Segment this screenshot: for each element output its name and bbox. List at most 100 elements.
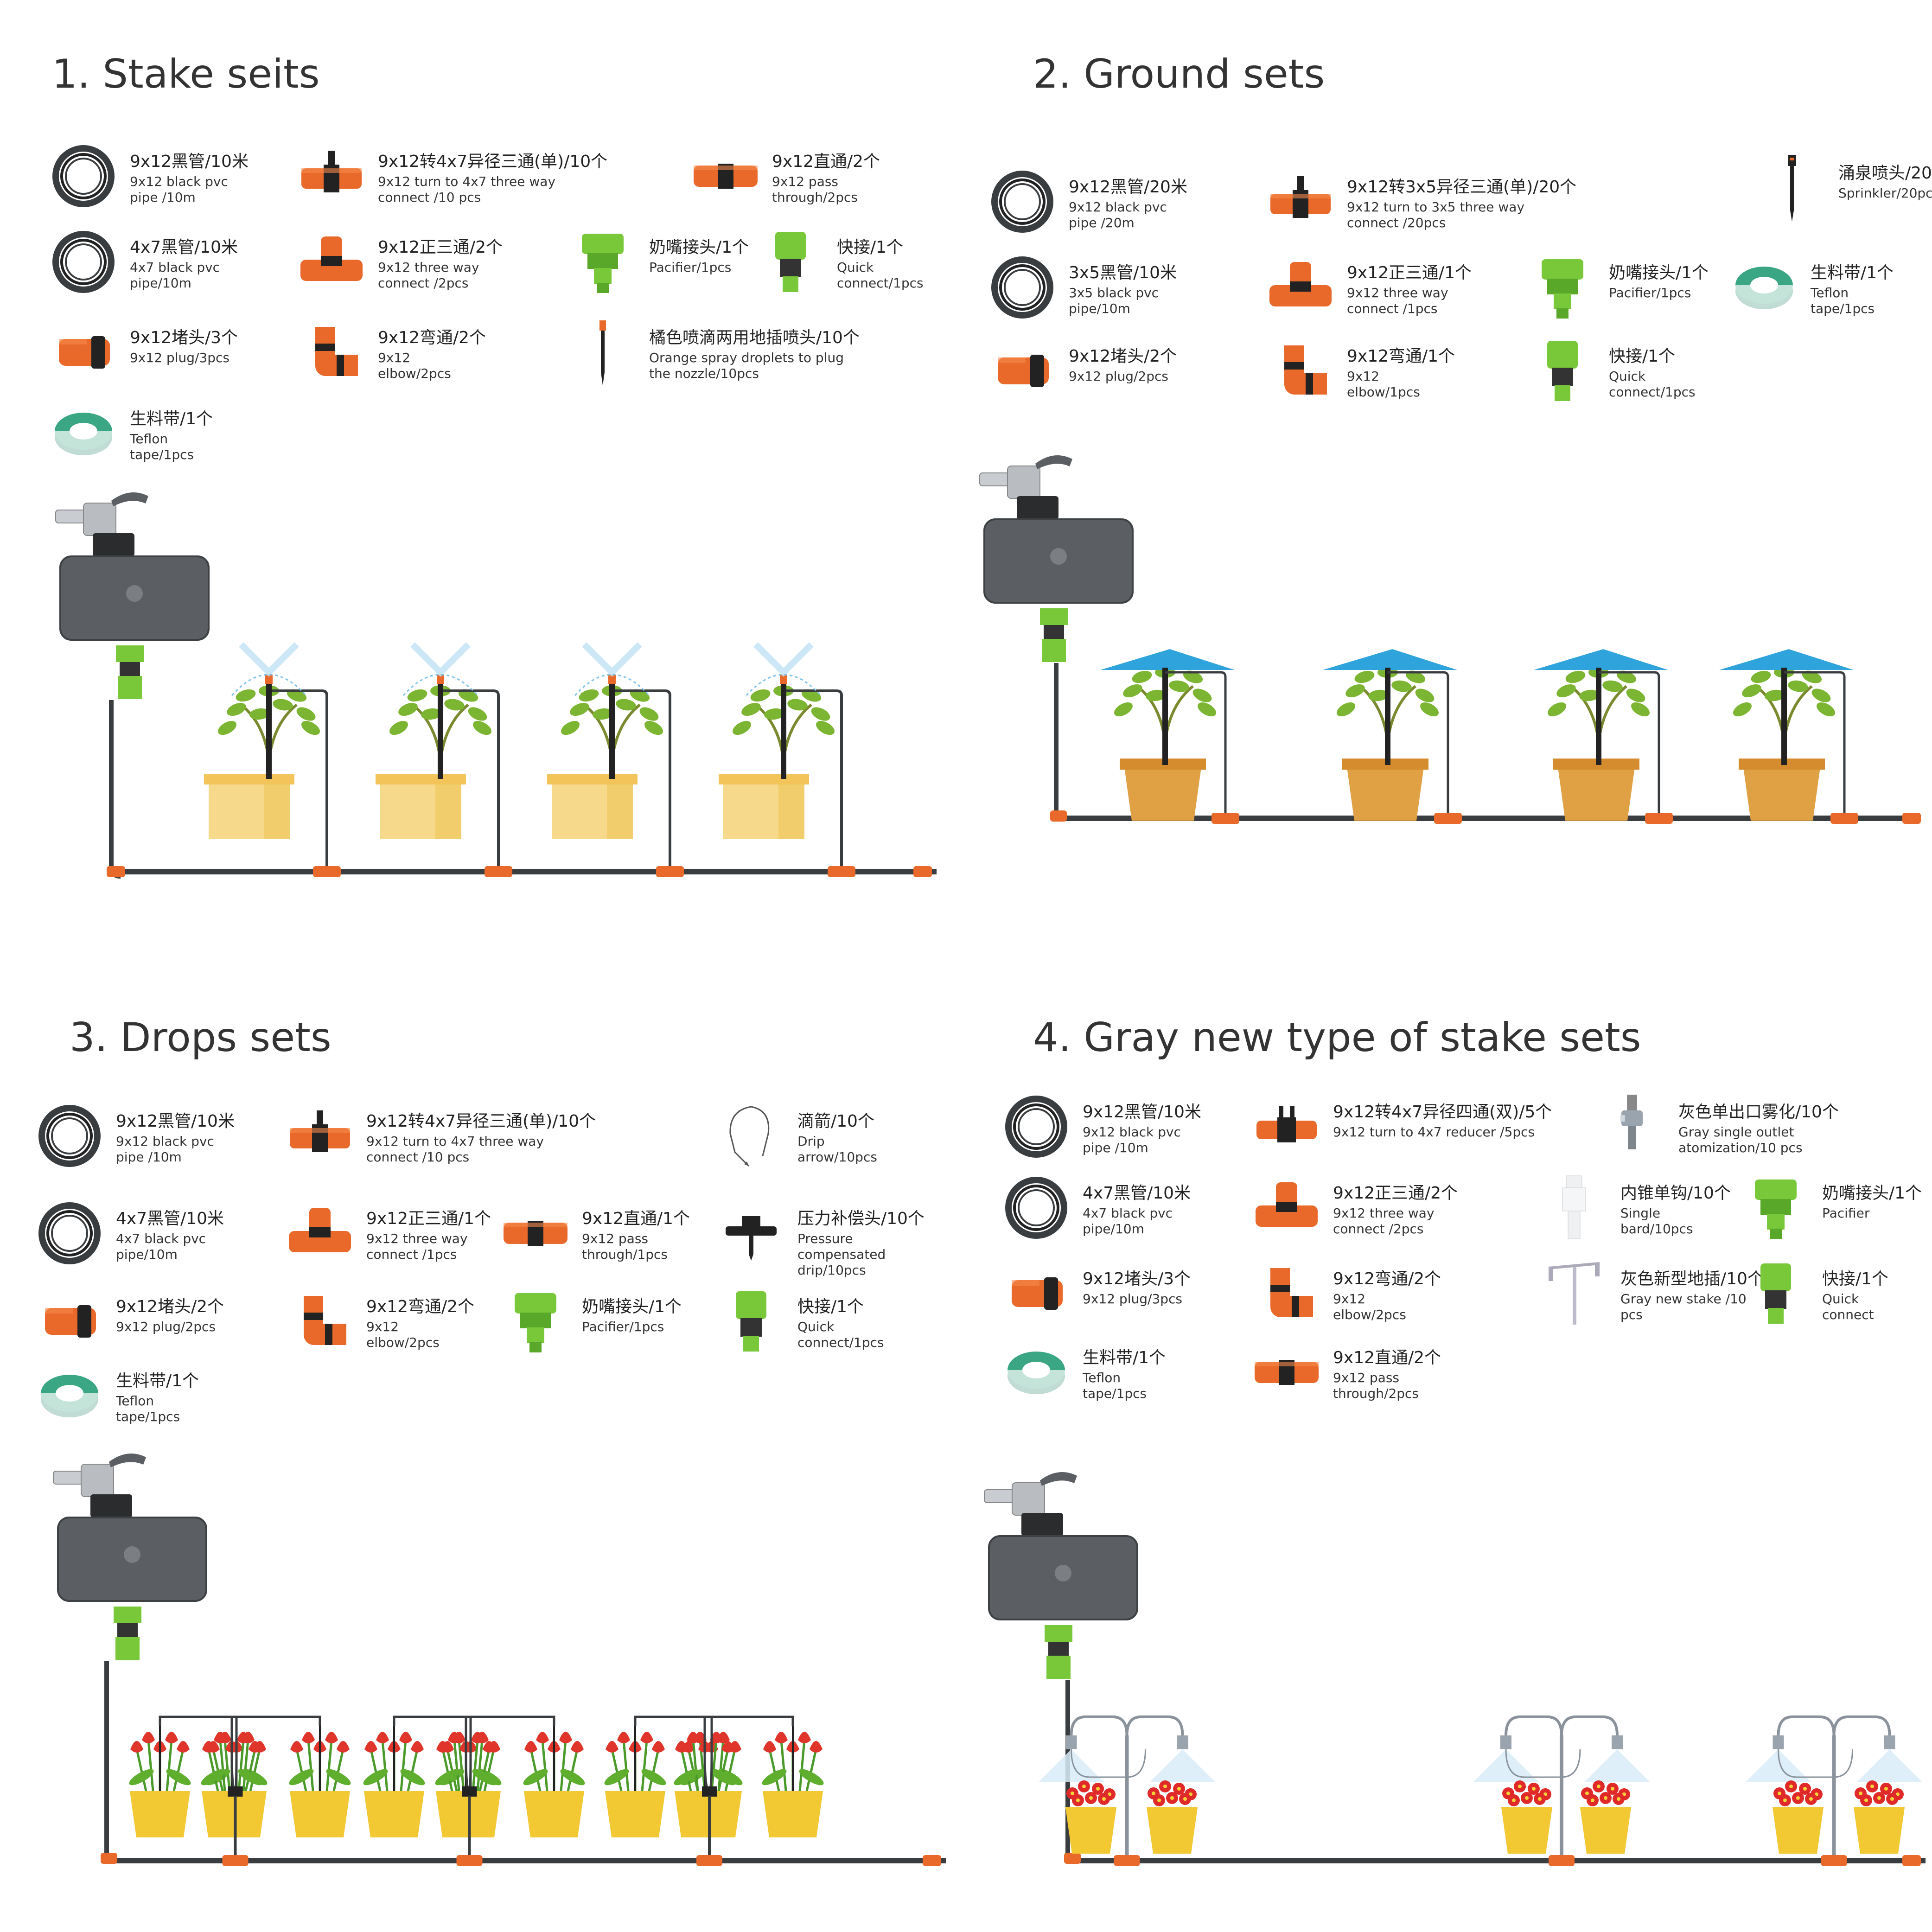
part-name-en: 9x12 black pvc pipe /10m	[1083, 1124, 1181, 1155]
part-name-en: Quick connect/1pcs	[1609, 369, 1696, 400]
pipe-fitting	[1830, 813, 1858, 824]
part-name-zh: 9x12弯通/2个	[378, 328, 486, 347]
drip-arrow	[792, 1726, 794, 1791]
plant	[218, 685, 320, 761]
tulip-plant	[289, 1732, 351, 1792]
quick-connect-icon	[736, 1291, 766, 1352]
pipe-fitting	[1064, 1853, 1081, 1864]
pressure-dripper-icon	[726, 1216, 777, 1261]
reducer-tee-icon	[1270, 176, 1331, 218]
micro-tube	[703, 1726, 713, 1792]
drip-system-illustration	[53, 1454, 946, 1866]
pressure-dripper	[702, 1786, 717, 1797]
stake	[266, 682, 272, 779]
part-name-en: Sprinkler/20pcs	[1838, 185, 1932, 201]
part-name-en: 4x7 black pvc pipe/10m	[116, 1231, 206, 1262]
pipe-fitting	[923, 1855, 941, 1866]
branch-pipe	[1165, 671, 1227, 818]
part-name-en: Pressure compensated drip/10pcs	[797, 1231, 886, 1278]
tap-adapter-icon	[582, 234, 624, 293]
branch-pipe	[782, 689, 843, 872]
pipe-fitting	[1645, 813, 1673, 824]
pipe-coil-icon	[38, 1105, 101, 1167]
mist-nozzle	[1065, 1735, 1077, 1749]
sprinkler-spray	[1100, 649, 1235, 670]
pipe-fitting	[485, 866, 512, 877]
elbow-icon	[1284, 345, 1327, 395]
stake-system-illustration	[55, 492, 937, 879]
part-name-en: 9x12 turn to 3x5 three way connect /20pc…	[1347, 199, 1525, 230]
pot	[675, 1791, 735, 1837]
part-name-en: Gray single outlet atomization/10 pcs	[1678, 1124, 1803, 1155]
tee-icon	[1256, 1182, 1318, 1227]
flower-plant	[1502, 1780, 1551, 1806]
pot-shade	[264, 784, 290, 839]
part-name-zh: 9x12堵头/2个	[116, 1297, 224, 1316]
pressure-dripper	[462, 1786, 477, 1797]
mist-nozzle	[1612, 1735, 1623, 1749]
part-name-en: Pacifier/1pcs	[649, 260, 732, 275]
pot	[605, 1791, 665, 1837]
tee-icon	[1269, 262, 1332, 306]
mist-nozzle	[1884, 1735, 1895, 1749]
section-gray-stake-sets: 4. Gray new type of stake sets 9x12黑管/10…	[966, 966, 1932, 1932]
pot	[130, 1791, 190, 1837]
section-title: 4. Gray new type of stake sets	[1033, 1014, 1641, 1061]
tulip-plant	[435, 1732, 497, 1792]
pipe-fitting	[1434, 813, 1462, 824]
part-name-zh: 快接/1个	[837, 238, 904, 257]
section-title: 2. Ground sets	[1033, 51, 1325, 97]
teflon-tape-icon	[1735, 267, 1793, 309]
part-name-zh: 9x12堵头/3个	[1083, 1269, 1191, 1288]
straight-connector-icon	[694, 164, 758, 189]
elbow-icon	[1270, 1268, 1313, 1317]
spray-arc	[402, 674, 478, 696]
part-name-zh: 快接/1个	[1609, 347, 1676, 366]
gray-stake-arm	[1125, 1715, 1184, 1800]
part-name-en: 9x12 pass through/2pcs	[1333, 1370, 1419, 1401]
part-name-en: 9x12 elbow/2pcs	[1333, 1291, 1406, 1322]
pipe-fitting	[101, 1853, 117, 1864]
part-name-en: 9x12 three way connect /1pcs	[366, 1231, 468, 1262]
sprinkler-stake-icon	[1788, 155, 1796, 222]
part-name-en: 9x12 black pvc pipe /20m	[1069, 199, 1167, 230]
micro-tube	[230, 1715, 321, 1726]
micro-tube	[230, 1726, 238, 1792]
teflon-tape-icon	[55, 413, 112, 455]
part-name-en: Quick connect/1pcs	[837, 260, 924, 291]
part-name-en: 4x7 black pvc pipe/10m	[130, 260, 220, 291]
part-name-zh: 灰色单出口雾化/10个	[1678, 1103, 1839, 1122]
water-timer	[984, 1472, 1138, 1679]
section-title: 3. Drops sets	[70, 1014, 332, 1061]
part-name-zh: 9x12黑管/10米	[116, 1112, 235, 1131]
part-name-en: Pacifier/1pcs	[582, 1319, 664, 1334]
flower-plant	[1066, 1780, 1116, 1806]
stake-nozzle-icon	[599, 320, 606, 385]
branch-pipe	[1784, 671, 1846, 818]
part-name-zh: 4x7黑管/10米	[116, 1209, 224, 1228]
part-name-en: 9x12 three way connect /1pcs	[1347, 285, 1448, 316]
part-name-zh: 压力补偿头/10个	[797, 1209, 925, 1228]
reducer-tee-icon	[301, 151, 362, 192]
part-name-en: Quick connect/1pcs	[797, 1319, 884, 1350]
flower-plant	[1148, 1780, 1197, 1806]
water-timer	[55, 492, 210, 699]
plug-icon	[1012, 1277, 1063, 1310]
micro-tube	[634, 1715, 713, 1726]
tulip-plant	[201, 1732, 263, 1792]
part-name-en: 9x12 three way connect /2pcs	[378, 260, 479, 291]
pot	[1501, 1807, 1552, 1854]
micro-tube	[465, 1726, 472, 1792]
pipe-fitting	[1114, 1855, 1140, 1866]
part-name-en: 9x12 black pvc pipe /10m	[116, 1134, 214, 1165]
part-name-zh: 9x12正三通/2个	[1333, 1184, 1458, 1203]
part-name-zh: 4x7黑管/10米	[130, 238, 238, 257]
part-name-en: 9x12 plug/3pcs	[1083, 1291, 1182, 1307]
part-name-zh: 9x12黑管/20米	[1069, 178, 1187, 197]
part-name-en: 9x12 turn to 4x7 three way connect /10 p…	[366, 1134, 544, 1165]
sprinkler-spray	[1534, 649, 1668, 670]
part-name-zh: 9x12堵头/3个	[130, 328, 238, 347]
part-name-zh: 4x7黑管/10米	[1083, 1184, 1191, 1203]
section-title: 1. Stake seits	[52, 51, 320, 97]
